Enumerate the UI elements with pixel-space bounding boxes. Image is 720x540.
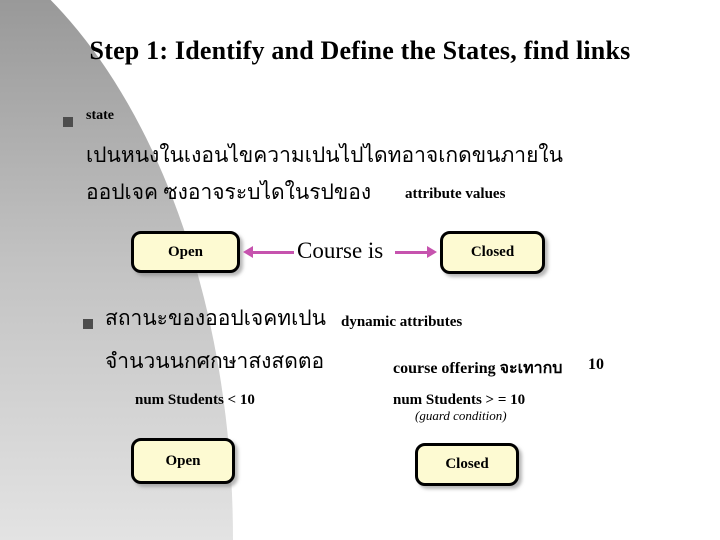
state-box-closed-bottom-label: Closed	[445, 456, 489, 472]
state-box-open-top: Open	[131, 231, 240, 273]
state-box-closed-bottom: Closed	[415, 443, 519, 486]
bullet-square-icon	[83, 319, 93, 329]
dynamic-attributes-label: dynamic attributes	[341, 314, 463, 330]
attribute-values-label: attribute values	[405, 186, 506, 202]
state-heading: state	[86, 108, 114, 123]
state-box-closed-top-label: Closed	[470, 244, 515, 260]
state-description-line1: เปนหนงในเงอนไขความเปนไปไดทอาจเกดขนภายใน	[86, 143, 564, 167]
course-is-label: Course is	[297, 238, 384, 263]
course-offering-value: 10	[588, 356, 604, 373]
condition-open-label: num Students < 10	[135, 392, 255, 408]
state-box-open-bottom: Open	[131, 438, 235, 484]
course-offering-label: course offering จะเทากบ	[393, 360, 563, 377]
guard-condition-note: (guard condition)	[415, 408, 507, 423]
arrow-right-shaft	[395, 251, 428, 254]
arrow-left-icon	[243, 246, 253, 258]
slide-title: Step 1: Identify and Define the States, …	[89, 36, 631, 65]
dynamic-line1-thai: สถานะของออปเจคทเปน	[105, 306, 326, 330]
arrow-right-icon	[427, 246, 437, 258]
bullet-square-icon	[63, 117, 73, 127]
dynamic-line2-thai: จำนวนนกศกษาสงสดตอ	[105, 349, 325, 373]
arrow-left-shaft	[252, 251, 294, 254]
state-box-closed-top: Closed	[440, 231, 545, 274]
state-box-open-top-label: Open	[167, 243, 203, 260]
condition-closed-label: num Students > = 10	[393, 392, 526, 408]
state-box-open-bottom-label: Open	[165, 452, 201, 469]
state-description-line2: ออปเจค ซงอาจระบไดในรปของ	[86, 180, 372, 204]
